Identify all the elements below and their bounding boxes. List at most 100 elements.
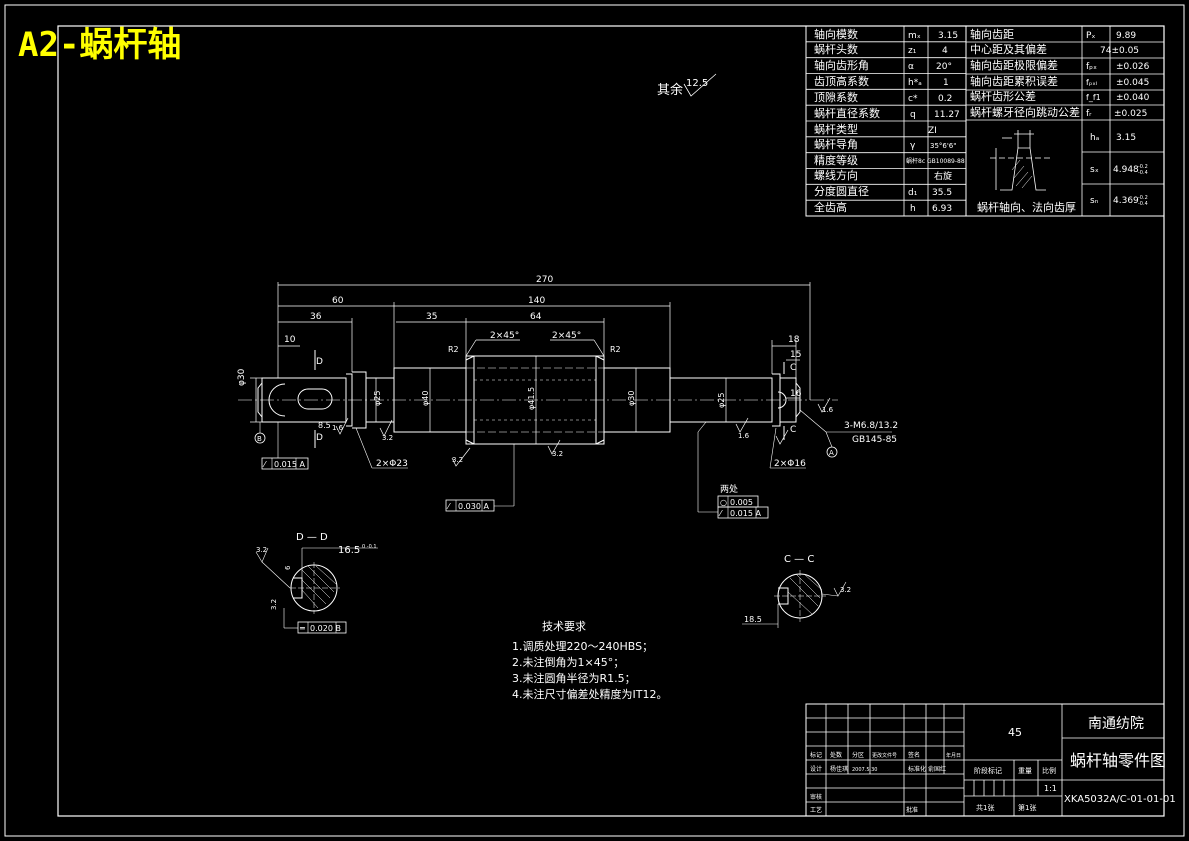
svg-text:18.5: 18.5	[744, 615, 762, 624]
tb-std-name: 俞国红	[928, 765, 946, 773]
pt-l-sym-7: γ	[910, 141, 916, 151]
svg-text:⁄: ⁄	[446, 502, 451, 511]
tb-approve-label: 批准	[906, 806, 918, 814]
tb-designer: 杨佳琪	[830, 765, 848, 773]
tech-requirements: 技术要求 1.调质处理220～240HBS； 2.未注倒角为1×45°； 3.未…	[512, 620, 667, 701]
tolerance-frame-left: ⁄ 0.015 A	[261, 422, 309, 470]
svg-text:2.未注倒角为1×45°；: 2.未注倒角为1×45°；	[512, 655, 624, 669]
pt-l-val-7: 35°6'6"	[930, 142, 956, 150]
r2-right: R2	[610, 345, 621, 354]
rough-right-end: 1.6	[822, 406, 834, 414]
svg-text:0.030 A: 0.030 A	[458, 502, 489, 511]
pt-r-val-4: ±0.040	[1116, 93, 1150, 103]
outer-frame	[4, 4, 1185, 837]
pt-l-sym-4: c*	[908, 94, 918, 104]
pt-l-sym-10: d₁	[908, 188, 918, 198]
thread-spec: 3-M6.8/13.2	[844, 421, 898, 431]
tb-design-label: 设计	[810, 765, 822, 773]
roughness-note: 其余 12.5	[657, 73, 717, 98]
pt-r-sym-5: fᵣ	[1086, 109, 1092, 119]
svg-text:0.015 A: 0.015 A	[274, 460, 305, 469]
pt-l-sym-0: mₓ	[908, 31, 921, 41]
tb-craft-label: 工艺	[810, 806, 822, 814]
tooth-sx-tol-low: -0.4	[1138, 170, 1148, 176]
keyway-depth: 8.5	[318, 421, 331, 430]
phi-right-end: φ25	[717, 393, 726, 408]
tb-stage-label: 阶段标记	[974, 766, 1002, 775]
tolerance-frame-right: 两处 ○ 0.005 ⁄ 0.015 A	[697, 421, 769, 519]
tb-check-label: 审核	[810, 793, 822, 801]
rough-worm-bottom: 3.2	[552, 450, 563, 458]
pt-r-val-1: 74±0.05	[1100, 46, 1139, 56]
phi-worm: φ41.5	[527, 387, 536, 410]
dim-140: 140	[528, 296, 545, 306]
rough-groove: 3.2	[382, 434, 393, 442]
dim-total: 270	[536, 275, 553, 285]
tb-label-0: 标记	[810, 751, 822, 759]
center-hole-spec: GB145-85	[852, 435, 897, 445]
svg-text:技术要求: 技术要求	[542, 620, 586, 633]
phi-right-main: φ30	[627, 391, 636, 406]
section-mark-c-top: C	[790, 363, 796, 373]
pt-r-name-2: 轴向齿距极限偏差	[970, 58, 1058, 72]
dim-16: 16	[790, 389, 802, 399]
dim-36: 36	[310, 312, 322, 322]
pt-r-sym-3: fₚₓₗ	[1086, 78, 1097, 87]
svg-text:○: ○	[720, 498, 727, 507]
tolerance-frame-mid: ⁄ 0.030 A	[445, 444, 515, 512]
tooth-sx-val: 4.948	[1113, 165, 1139, 175]
svg-text:其余: 其余	[657, 82, 683, 98]
phi-left-end: φ30	[237, 368, 247, 386]
pt-r-sym-4: f_f1	[1086, 93, 1101, 102]
pt-l-val-11: 6.93	[932, 204, 952, 214]
tb-scale-label: 比例	[1042, 766, 1056, 775]
pt-l-val-5: 11.27	[934, 110, 960, 120]
pt-l-name-9: 螺线方向	[814, 168, 858, 182]
svg-text:6: 6	[284, 565, 292, 570]
section-mark-d-top: D	[316, 357, 323, 367]
phi-main: φ40	[421, 391, 430, 406]
tb-label-2: 分区	[852, 751, 864, 759]
pt-l-name-3: 齿顶高系数	[814, 74, 869, 88]
pt-l-name-5: 蜗杆直径系数	[814, 106, 880, 120]
pt-r-val-2: ±0.026	[1116, 62, 1150, 72]
pt-l-name-1: 蜗杆头数	[814, 42, 858, 56]
pt-r-sym-0: Pₓ	[1086, 31, 1095, 41]
pt-l-val-9: 右旋	[934, 170, 952, 182]
dim-10: 10	[284, 335, 296, 345]
pt-l-name-4: 顶隙系数	[814, 90, 858, 104]
svg-text:═: ═	[299, 624, 305, 633]
svg-text:C — C: C — C	[784, 554, 814, 565]
tb-scale: 1:1	[1044, 784, 1057, 793]
r2-left: R2	[448, 345, 459, 354]
svg-text:3.未注圆角半径为R1.5；: 3.未注圆角半径为R1.5；	[512, 671, 636, 685]
svg-text:B: B	[257, 435, 262, 443]
tooth-sx-sym: sₓ	[1090, 165, 1099, 175]
pt-r-val-3: ±0.045	[1116, 78, 1149, 88]
phi-groove: φ25	[373, 391, 382, 406]
tooth-sn-sym: sₙ	[1090, 196, 1099, 206]
pt-l-name-10: 分度圆直径	[814, 184, 869, 198]
section-mark-d-bottom: D	[316, 433, 323, 443]
roughness-symbols	[335, 397, 831, 467]
section-d-d: D — D 16.5 0 -0.1 6 3.2 3.2 ═ 0.020 B	[255, 532, 378, 634]
tooth-ha-sym: hₐ	[1090, 133, 1099, 143]
tb-drawing-name: 蜗杆轴零件图	[1070, 751, 1166, 770]
svg-text:0 -0.1: 0 -0.1	[362, 544, 377, 550]
pt-l-val-2: 20°	[936, 62, 952, 72]
pt-r-name-1: 中心距及其偏差	[970, 42, 1047, 56]
tb-sheets-total: 共1张	[976, 803, 994, 812]
svg-text:⁄: ⁄	[262, 460, 267, 469]
pt-l-val-10: 35.5	[932, 188, 952, 198]
tb-material: 45	[1008, 726, 1022, 739]
tb-std-label: 标准化	[908, 765, 926, 773]
pt-l-val-3: 1	[943, 78, 949, 88]
tb-label-1: 处数	[830, 751, 842, 759]
svg-text:3.2: 3.2	[840, 586, 851, 594]
drawing-title: A2-蜗杆轴	[18, 25, 181, 65]
tooth-ha-val: 3.15	[1116, 133, 1136, 143]
pt-r-name-4: 蜗杆齿形公差	[970, 89, 1036, 103]
dim-64: 64	[530, 312, 542, 322]
tb-school: 南通纺院	[1088, 716, 1144, 732]
svg-text:16.5: 16.5	[338, 545, 360, 556]
